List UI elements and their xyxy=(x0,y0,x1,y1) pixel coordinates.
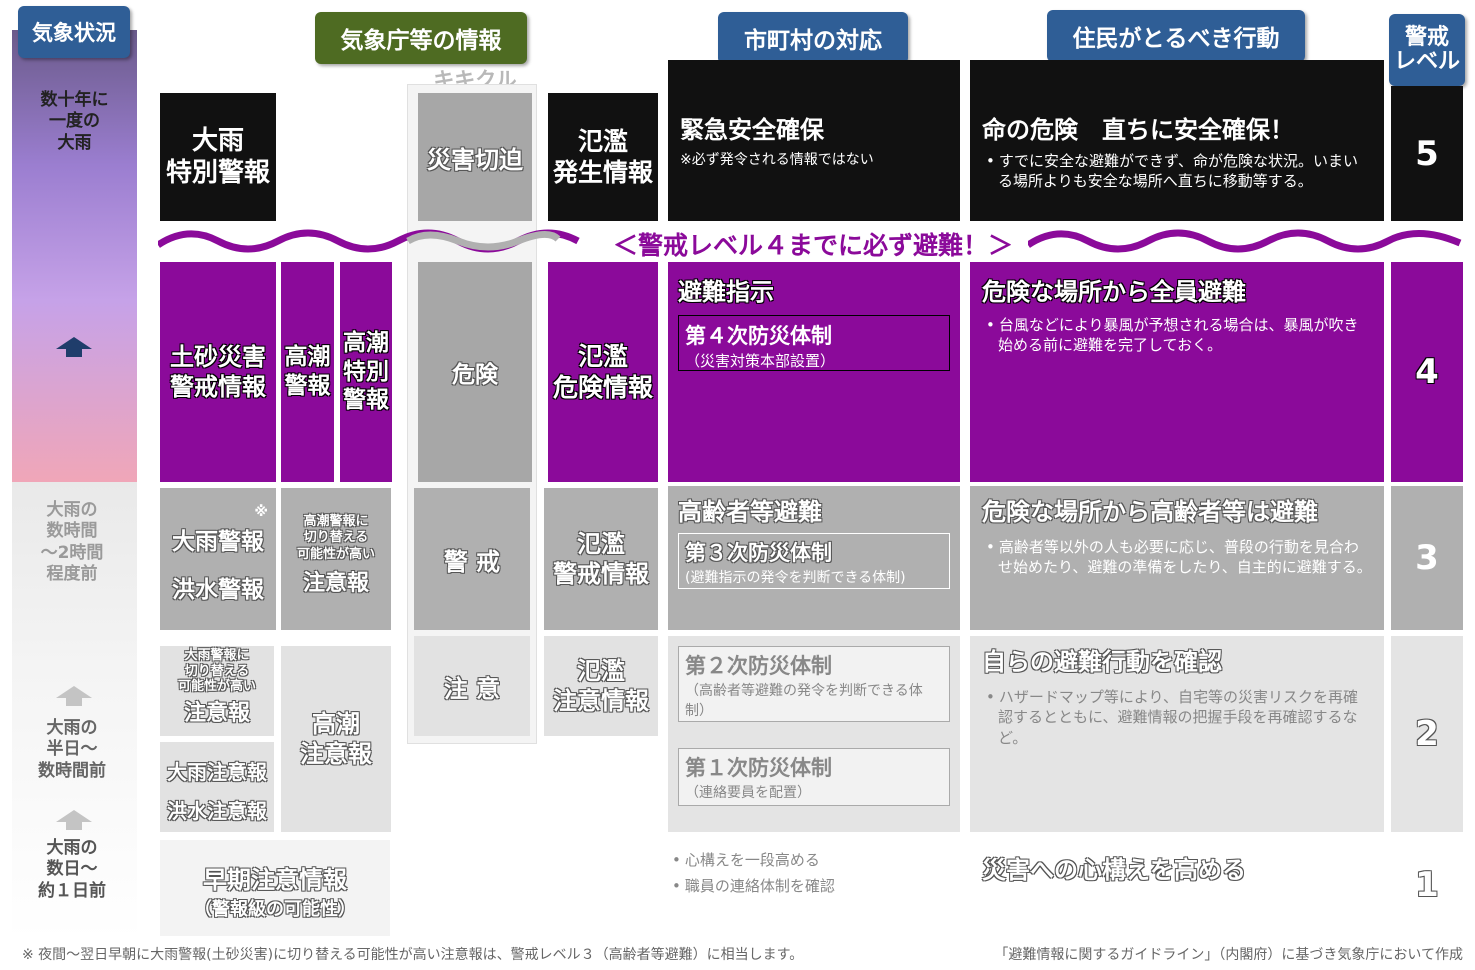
early-warning-cell: 早期注意情報 （警報級の可能性） xyxy=(160,840,390,936)
level-3-badge: 3 xyxy=(1391,486,1463,630)
emergency-safety-note: ※必ず発令される情報ではない xyxy=(680,152,874,168)
label-decades-rain: 数十年に 一度の 大雨 xyxy=(40,90,109,153)
header-weather: 気象状況 xyxy=(18,6,130,58)
kikikuru-caution: 注 意 xyxy=(414,636,530,736)
disaster-system-1-title: 第１次防災体制 xyxy=(685,756,832,780)
heavy-flood-warning-cell: ※ 大雨警報 洪水警報 xyxy=(160,488,276,630)
early-warning-sub: （警報級の可能性） xyxy=(194,899,356,920)
elderly-evacuate-text: 高齢者等以外の人も必要に応じ、普段の行動を見合わせ始めたり、避難の準備をしたり、… xyxy=(998,537,1372,578)
residents-level4-cell: 危険な場所から全員避難 台風などにより暴風が予想される場合は、暴風が吹き始める前… xyxy=(970,262,1384,482)
residents-level2-cell: 自らの避難行動を確認 ハザードマップ等により、自宅等の災害リスクを再確認するとと… xyxy=(970,636,1384,832)
evacuation-banner: ＜警戒レベル４までに必ず避難！＞ xyxy=(612,231,1013,260)
emergency-safety-title: 緊急安全確保 xyxy=(680,116,824,144)
advisories-cell: 大雨注意報 洪水注意報 xyxy=(160,742,274,832)
disaster-system-2-box: 第２次防災体制 （高齢者等避難の発令を判断できる体制） xyxy=(678,646,950,722)
heavy-rain-advisory-main: 注意報 xyxy=(183,700,250,726)
muni-level1-cell: 心構えを一段高める 職員の連絡体制を確認 xyxy=(668,848,960,908)
disaster-system-4-title: 第４次防災体制 xyxy=(685,324,832,348)
level-5-badge: 5 xyxy=(1391,86,1463,221)
storm-surge-advisory-l3-main: 注意報 xyxy=(302,570,369,596)
residents-level5-cell: 命の危険 直ちに安全確保！ すでに安全な避難ができず、命が危険な状況。いまいる場… xyxy=(970,60,1384,221)
life-danger-title: 命の危険 直ちに安全確保！ xyxy=(982,116,1294,144)
disaster-system-3-title: 第３次防災体制 xyxy=(685,541,832,565)
storm-surge-advisory-l3: 高潮警報に 切り替える 可能性が高い 注意報 xyxy=(281,488,391,630)
muni-level1-item-2: 職員の連絡体制を確認 xyxy=(684,874,960,900)
label-halfday-before: 大雨の 半日～ 数時間前 xyxy=(38,718,106,781)
wave-right-icon xyxy=(1026,225,1468,257)
elderly-evacuate-title: 危険な場所から高齢者等は避難 xyxy=(982,498,1318,526)
disaster-system-4-sub: （災害対策本部設置） xyxy=(685,352,836,370)
disaster-system-3-box: 第３次防災体制 (避難指示の発令を判断できる体制) xyxy=(678,533,950,589)
flood-advisory: 洪水注意報 xyxy=(167,799,267,823)
wave-left-icon xyxy=(156,225,598,257)
label-day-before: 大雨の 数日～ 約１日前 xyxy=(38,838,106,901)
header-residents: 住民がとるべき行動 xyxy=(1047,10,1305,62)
muni-level2-cell: 第２次防災体制 （高齢者等避難の発令を判断できる体制） 第１次防災体制 （連絡要… xyxy=(668,636,960,832)
disaster-system-2-sub: （高齢者等避難の発令を判断できる体制） xyxy=(685,683,923,719)
life-danger-text: すでに安全な避難ができず、命が危険な状況。いまいる場所よりも安全な場所へ直ちに移… xyxy=(998,151,1372,192)
level-2-badge: 2 xyxy=(1391,636,1463,832)
flood-warning-info: 氾濫 警戒情報 xyxy=(544,488,658,630)
footer-source: 「避難情報に関するガイドライン」（内閣府）に基づき気象庁において作成 xyxy=(994,947,1463,963)
residents-level3-cell: 危険な場所から高齢者等は避難 高齢者等以外の人も必要に応じ、普段の行動を見合わせ… xyxy=(970,486,1384,630)
flood-warning: 洪水警報 xyxy=(172,577,264,603)
raise-awareness-title: 災害への心構えを高める xyxy=(982,856,1246,884)
elderly-evacuation-title: 高齢者等避難 xyxy=(678,498,822,526)
storm-surge-advisory-l3-note: 高潮警報に 切り替える 可能性が高い xyxy=(296,514,375,562)
header-level: 警戒 レベル xyxy=(1389,14,1465,86)
muni-level4-cell: 避難指示 第４次防災体制 （災害対策本部設置） xyxy=(668,262,960,482)
all-evacuate-text: 台風などにより暴風が予想される場合は、暴風が吹き始める前に避難を完了しておく。 xyxy=(998,315,1372,356)
level-1-badge: 1 xyxy=(1415,865,1439,905)
level-4-badge: 4 xyxy=(1391,262,1463,482)
arrow-up-icon xyxy=(54,335,94,359)
muni-level3-cell: 高齢者等避難 第３次防災体制 (避難指示の発令を判断できる体制) xyxy=(668,486,960,630)
arrow-up-icon xyxy=(54,684,94,708)
heavy-rain-warning: 大雨警報 xyxy=(172,529,264,555)
kikikuru-warning: 警 戒 xyxy=(414,488,530,630)
check-evacuation-title: 自らの避難行動を確認 xyxy=(982,648,1222,676)
weather-gradient-bar-lower xyxy=(12,482,137,940)
heavy-rain-advisory: 大雨注意報 xyxy=(167,760,267,784)
storm-surge-special-warning: 高潮 特別 警報 xyxy=(340,262,392,482)
heavy-rain-special-warning: 大雨 特別警報 xyxy=(160,93,276,221)
flood-caution-info: 氾濫 注意情報 xyxy=(544,636,658,736)
label-hours-before: 大雨の 数時間 ～2時間 程度前 xyxy=(40,500,104,584)
disaster-system-1-box: 第１次防災体制 （連絡要員を配置） xyxy=(678,748,950,806)
check-evacuation-text: ハザードマップ等により、自宅等の災害リスクを再確認するとともに、避難情報の把握手… xyxy=(998,687,1372,748)
kikikuru-danger: 危険 xyxy=(418,262,532,482)
header-municipal: 市町村の対応 xyxy=(718,12,908,64)
heavy-rain-advisory-note: 大雨警報に 切り替える 可能性が高い xyxy=(177,648,256,695)
landslide-alert-info: 土砂災害 警戒情報 xyxy=(160,262,276,482)
note-mark: ※ xyxy=(254,504,268,520)
flood-danger-info: 氾濫 危険情報 xyxy=(548,262,658,482)
storm-surge-advisory: 高潮 注意報 xyxy=(281,646,391,832)
disaster-system-1-sub: （連絡要員を配置） xyxy=(685,785,811,801)
muni-level1-item-1: 心構えを一段高める xyxy=(684,848,960,874)
heavy-rain-advisory-l3eq: 大雨警報に 切り替える 可能性が高い 注意報 xyxy=(160,646,274,736)
arrow-up-icon xyxy=(54,808,94,832)
disaster-system-3-sub: (避難指示の発令を判断できる体制) xyxy=(685,570,906,586)
early-warning-title: 早期注意情報 xyxy=(203,866,347,894)
disaster-system-4-box: 第４次防災体制 （災害対策本部設置） xyxy=(678,315,950,371)
weather-gradient-bar xyxy=(12,30,137,482)
storm-surge-warning: 高潮 警報 xyxy=(281,262,334,482)
muni-level5-cell: 緊急安全確保 ※必ず発令される情報ではない xyxy=(668,60,960,221)
header-jma: 気象庁等の情報 xyxy=(315,12,527,64)
footer-note: ※ 夜間～翌日早朝に大雨警報(土砂災害)に切り替える可能性が高い注意報は、警戒レ… xyxy=(22,947,804,963)
kikikuru-imminent: 災害切迫 xyxy=(418,93,532,221)
flood-occurrence-info: 氾濫 発生情報 xyxy=(548,93,658,221)
evacuation-order-title: 避難指示 xyxy=(678,278,774,306)
all-evacuate-title: 危険な場所から全員避難 xyxy=(982,278,1246,306)
disaster-system-2-title: 第２次防災体制 xyxy=(685,654,832,678)
